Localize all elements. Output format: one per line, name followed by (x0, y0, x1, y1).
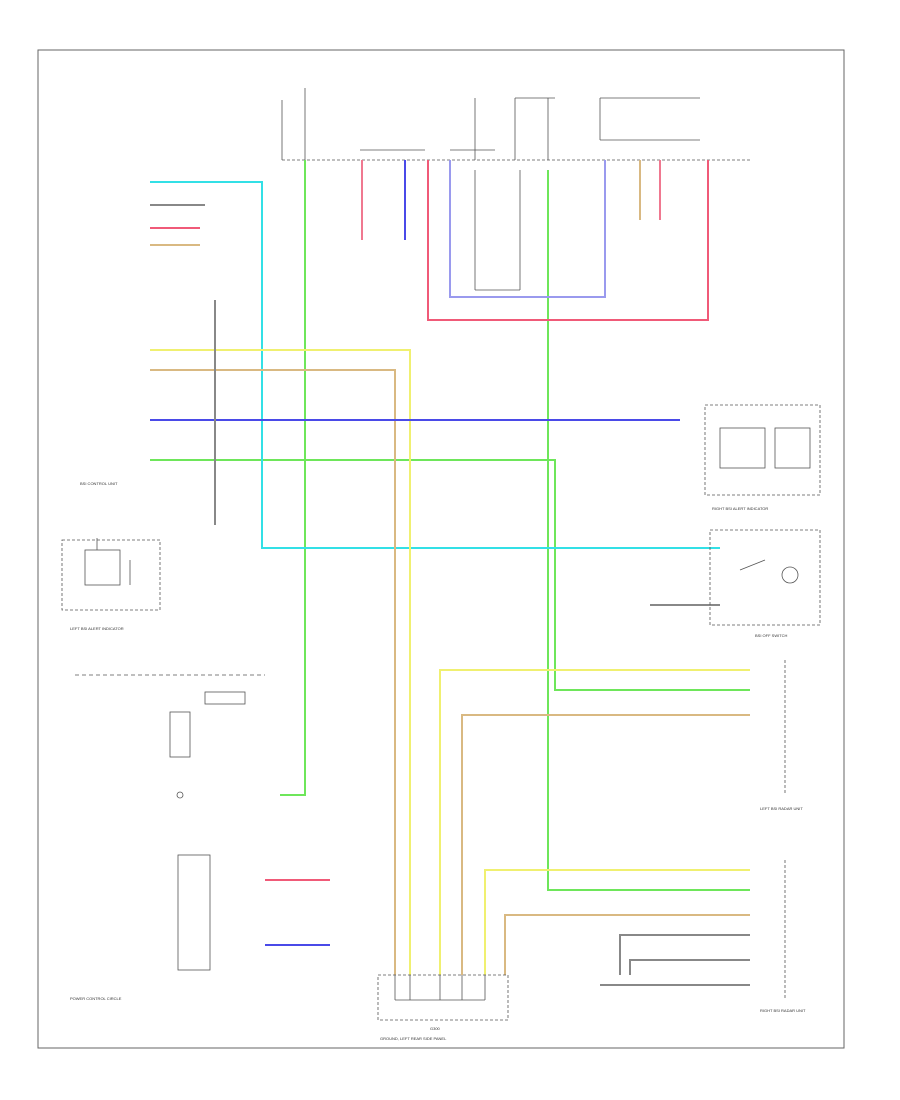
diagram-frame (37, 49, 845, 1049)
wire-cyan (150, 181, 720, 549)
ground-ref: G300 (430, 1026, 441, 1031)
wire-gray-1 (619, 934, 750, 975)
bsi-switch-box (709, 529, 821, 626)
fuse-box-bar (281, 88, 750, 291)
wire-green-main (280, 160, 306, 796)
right-alert-indicator-box (704, 404, 821, 496)
right-alert-indicator-label: RIGHT BSI ALERT INDICATOR (712, 506, 768, 511)
wire-yellow-3 (484, 869, 750, 975)
left-radar-label: LEFT BSI RADAR UNIT (760, 806, 803, 811)
wire-green-bsi (150, 459, 750, 691)
control-unit-label: BSI CONTROL UNIT (80, 481, 118, 486)
power-control-caption: POWER CONTROL CIRCLE (70, 996, 122, 1001)
bsi-switch-label: BSI OFF SWITCH (755, 633, 788, 638)
wire-tan-1 (150, 369, 396, 975)
wire-green-right (547, 170, 750, 891)
power-control-block (169, 691, 246, 971)
wire-tan-2 (461, 714, 750, 975)
connector-leads (150, 204, 720, 946)
ground-connector (377, 974, 509, 1021)
ground-caption: GROUND, LEFT REAR SIDE PANEL (380, 1036, 447, 1041)
wire-tan-3 (504, 914, 750, 975)
wire-gray-2 (629, 959, 750, 975)
left-alert-indicator-box (61, 538, 161, 611)
wires (150, 160, 750, 986)
right-radar-label: RIGHT BSI RADAR UNIT (760, 1008, 806, 1013)
wire-red-loop (427, 160, 709, 321)
left-alert-indicator-label: LEFT BSI ALERT INDICATOR (70, 626, 124, 631)
wire-yellow-2 (439, 669, 750, 975)
wire-lavender-loop (449, 160, 606, 298)
wire-yellow-1 (150, 349, 411, 975)
